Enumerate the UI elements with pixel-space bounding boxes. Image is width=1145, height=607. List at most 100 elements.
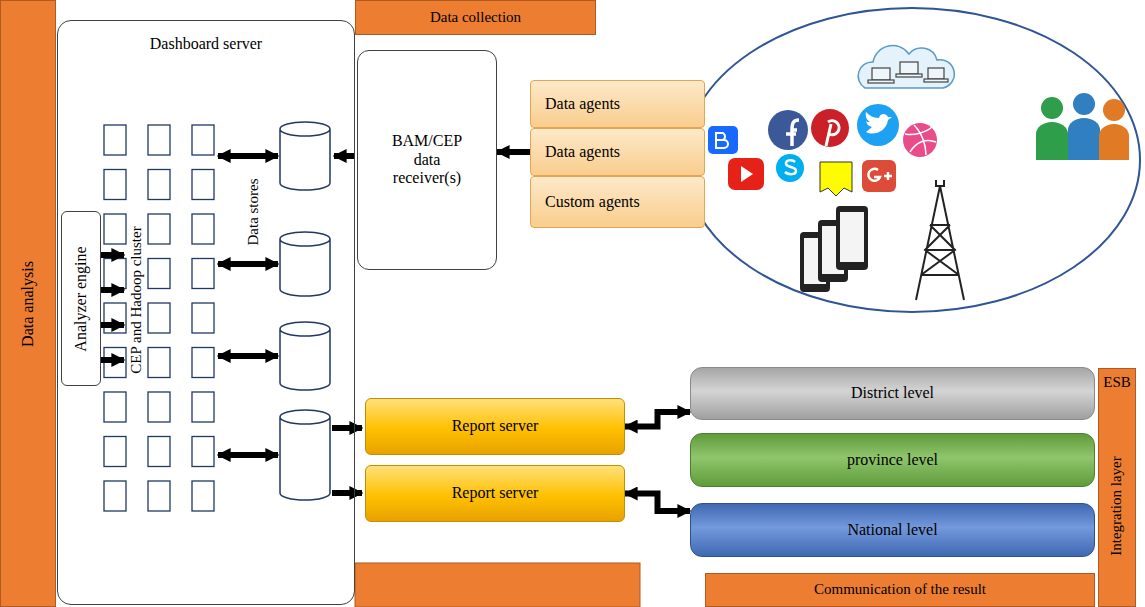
flow-arrow (334, 153, 355, 159)
googleplus-glyph (868, 169, 892, 181)
node-text: Data agents (545, 95, 620, 113)
connector-arrow (625, 494, 690, 512)
cloud (858, 46, 954, 88)
prov-box: province level (690, 433, 1095, 487)
node-text: BAM/CEP data receiver(s) (379, 132, 475, 187)
flow-arrow (218, 452, 278, 458)
flow-arrow (218, 353, 278, 359)
decor-rect (836, 206, 868, 270)
source-ellipse (684, 8, 1140, 312)
source-icons (708, 46, 1129, 300)
cluster-cell (104, 392, 126, 422)
agent-box: Data agents (530, 128, 705, 176)
data-store-cylinders (280, 122, 330, 500)
cluster-cell (104, 481, 126, 511)
cluster-cell (148, 437, 170, 467)
cluster-cell (104, 170, 126, 200)
flow-arrow (218, 261, 278, 267)
skype-icon (776, 154, 804, 182)
googleplus-icon (862, 160, 896, 192)
behance-glyph (716, 133, 728, 148)
node-text: Dashboard server (150, 35, 262, 53)
cluster-cell (192, 170, 214, 200)
data-store-cylinder (280, 122, 330, 190)
node-text: Communication of the result (814, 581, 986, 598)
cluster-cell (192, 348, 214, 378)
cluster-cell (148, 259, 170, 289)
facebook-icon (768, 110, 808, 150)
flow-arrow (101, 322, 124, 328)
pinterest-glyph (826, 121, 839, 146)
flow-arrow (101, 252, 124, 258)
connector-arrow (497, 149, 530, 155)
laptops (868, 62, 948, 83)
cluster-grid (104, 125, 214, 511)
flow-arrows (101, 156, 362, 493)
band-box: Data analysis (0, 0, 56, 607)
agent-box: Custom agents (530, 176, 705, 228)
decor-rect (840, 212, 864, 262)
node-text: Custom agents (545, 193, 640, 211)
skype-glyph (785, 160, 796, 174)
node-text: Integration layer (1108, 457, 1125, 557)
cluster-cell (148, 392, 170, 422)
orange-box: Data collection (355, 0, 596, 35)
decor-path (916, 186, 964, 300)
node-text: National level (847, 521, 937, 539)
dribbble-glyph (905, 125, 936, 155)
orange-box: ESB Integration layer (1098, 368, 1136, 607)
flow-arrow (101, 357, 124, 363)
twitter-icon (857, 104, 899, 146)
node-text: Data agents (545, 143, 620, 161)
radio-tower (916, 180, 964, 300)
decor-rect (900, 62, 918, 74)
data-store-cylinder (280, 410, 330, 500)
connector-arrow (625, 412, 690, 427)
decor-rect (928, 68, 944, 79)
youtube-glyph (741, 166, 753, 182)
cluster-cell (192, 392, 214, 422)
recv-box: BAM/CEP data receiver(s) (357, 50, 497, 270)
cluster-cell (104, 125, 126, 155)
cluster-cell (192, 125, 214, 155)
node-text: ESB (1103, 374, 1131, 391)
vertical-label: Data stores (245, 175, 262, 248)
node-text: Report server (452, 484, 539, 502)
cluster-cell (104, 259, 126, 289)
cluster-cell (104, 303, 126, 333)
decor-path (1036, 122, 1068, 160)
vertical-label: CEP and Hadoop cluster (128, 223, 145, 376)
cluster-cell (104, 214, 126, 244)
decor-path (1099, 124, 1129, 160)
flow-arrow (332, 490, 362, 496)
cluster-cell (192, 214, 214, 244)
node-text: Data analysis (19, 261, 37, 347)
behance-icon (708, 126, 738, 154)
dribbble-icon (903, 123, 937, 157)
cluster-cell (192, 303, 214, 333)
cluster-cell (148, 481, 170, 511)
node-text: Data collection (430, 9, 521, 26)
cluster-cell (148, 170, 170, 200)
flow-arrow (218, 153, 278, 159)
node-text: District level (851, 384, 934, 402)
phones (800, 206, 868, 292)
orange-bar (355, 563, 640, 607)
decor-rect (868, 80, 894, 83)
decor-circle (1041, 97, 1063, 119)
rep-box: Report server (365, 398, 625, 455)
rep-box: Report server (365, 465, 625, 522)
cluster-cell (148, 125, 170, 155)
decor-path (936, 180, 944, 186)
decor-circle (1073, 93, 1095, 115)
decor-rect (896, 74, 922, 77)
orange-box: Communication of the result (705, 573, 1095, 607)
nat-box: National level (690, 503, 1095, 557)
pinterest-icon (811, 109, 849, 147)
node-text: Analyzer engine (72, 246, 90, 351)
facebook-glyph (786, 120, 799, 146)
decor-rect (872, 68, 890, 80)
data-store-cylinder (280, 232, 330, 296)
data-store-cylinder (280, 322, 330, 390)
